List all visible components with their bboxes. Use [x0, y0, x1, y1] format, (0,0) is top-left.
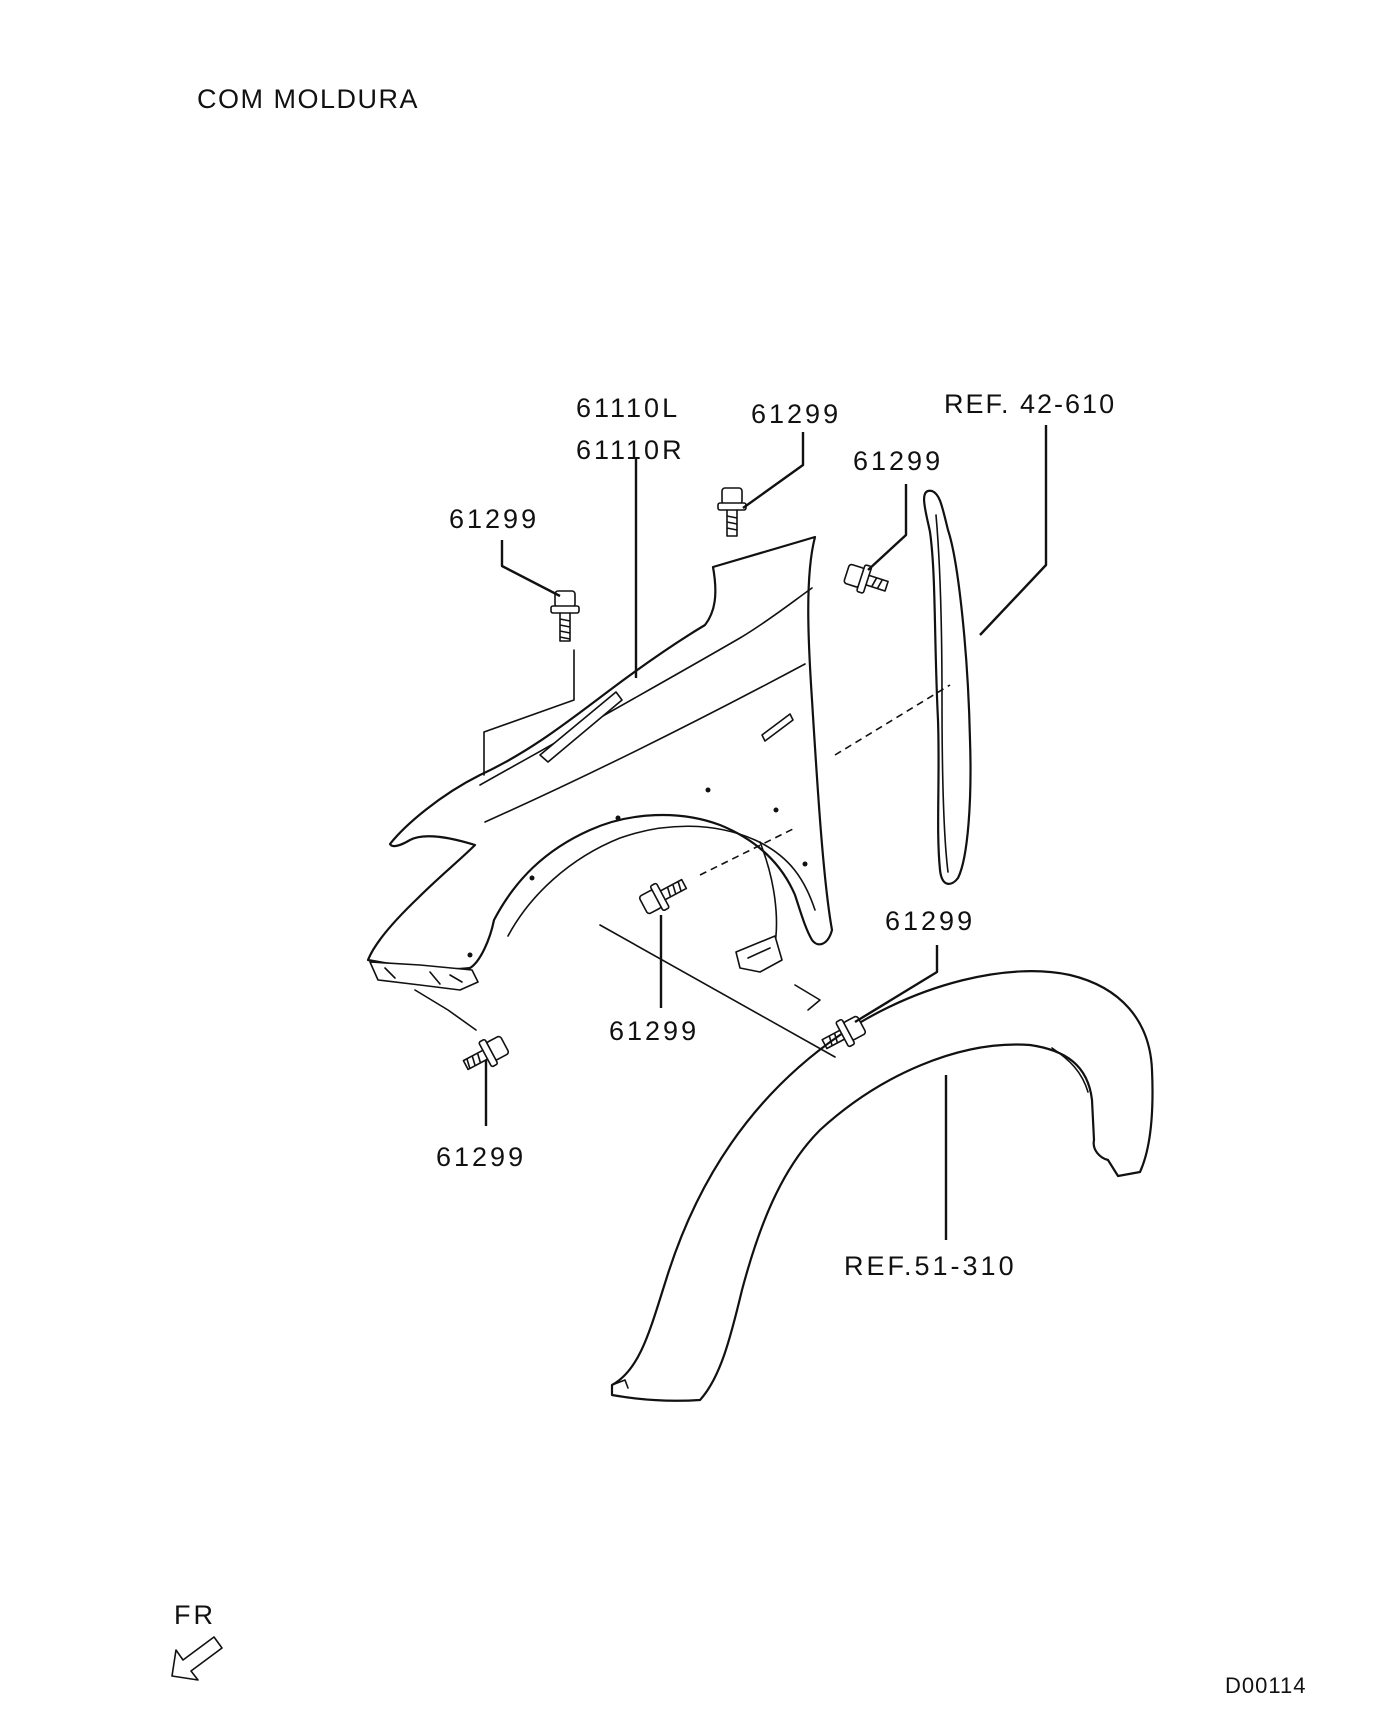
inner-fender-liner	[923, 489, 972, 885]
label-bolt-molding-rear: 61299	[885, 906, 975, 936]
bolt-upper-right	[843, 563, 889, 594]
direction-label: FR	[174, 1600, 216, 1630]
wheel-arch-molding	[610, 970, 1154, 1402]
label-ref-liner: REF. 42-610	[944, 389, 1116, 419]
bolt-wheel-arch	[638, 878, 688, 915]
label-bolt-wheel-arch: 61299	[609, 1016, 699, 1046]
label-bolt-upper-right: 61299	[853, 446, 943, 476]
label-fender-left: 61110L	[576, 393, 680, 423]
bolt-upper-center	[717, 487, 747, 537]
bolt-lower-front	[462, 1035, 510, 1071]
front-direction-indicator: FR	[171, 1600, 223, 1681]
diagram-title: COM MOLDURA	[197, 84, 419, 114]
bolt-molding-rear	[821, 1015, 867, 1050]
front-arrow-icon	[171, 1636, 223, 1681]
alignment-lines	[414, 649, 951, 1058]
label-fender-right: 61110R	[576, 435, 685, 465]
front-fender-panel	[366, 535, 834, 991]
label-bolt-upper-center: 61299	[751, 399, 841, 429]
label-ref-molding: REF.51-310	[844, 1251, 1017, 1281]
diagram-code: D00114	[1225, 1673, 1306, 1698]
bolt-upper-left	[550, 590, 580, 642]
label-bolt-upper-left: 61299	[449, 504, 539, 534]
leader-lines	[484, 425, 1048, 1240]
label-bolt-lower-front: 61299	[436, 1142, 526, 1172]
